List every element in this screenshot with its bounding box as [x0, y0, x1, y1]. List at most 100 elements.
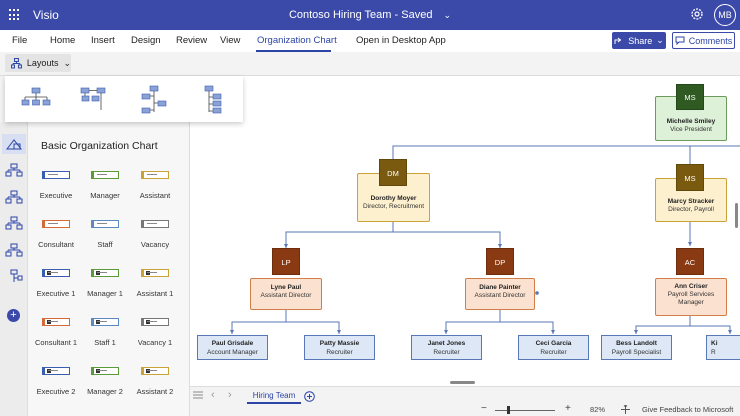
app-name[interactable]: Visio [33, 8, 59, 22]
stencil-shape-executive-1[interactable]: Executive 1 [31, 269, 81, 315]
layout-right-icon[interactable] [199, 84, 229, 114]
shape-photo-placeholder [146, 320, 150, 324]
zoom-level[interactable]: 82% [590, 405, 606, 414]
open-desktop-app-link[interactable]: Open in Desktop App [356, 35, 446, 46]
org-node-paul-grisdale[interactable]: Paul Grisdale Account Manager [197, 335, 268, 360]
layouts-flyout [5, 76, 243, 122]
zoom-slider-thumb[interactable] [507, 406, 510, 414]
app-launcher-icon[interactable] [9, 9, 21, 21]
sheet-list-icon[interactable] [193, 391, 203, 399]
node-name: Diane Painter [479, 284, 521, 291]
gear-icon[interactable] [690, 7, 704, 21]
basic-shapes-icon[interactable] [5, 137, 23, 151]
zoom-out-button[interactable]: − [481, 403, 487, 414]
shape-thumbnail [42, 367, 70, 375]
tab-insert[interactable]: Insert [91, 35, 115, 46]
org-node-lyne-paul[interactable]: Lyne Paul Assistant Director [250, 278, 322, 310]
stencil-shape-consultant[interactable]: Consultant [31, 220, 81, 266]
zoom-in-button[interactable]: + [565, 403, 571, 414]
org-node-partial[interactable]: Ki R [706, 335, 740, 360]
shape-label: Vacancy [140, 240, 170, 249]
org-node-ann-criser[interactable]: Ann Criser Payroll Services Manager [655, 278, 727, 316]
tab-design[interactable]: Design [131, 35, 161, 46]
org-node-diane-painter[interactable]: Diane Painter Assistant Director [465, 278, 535, 310]
stencil-shape-executive-2[interactable]: Executive 2 [31, 367, 81, 413]
chevron-down-icon[interactable]: ⌄ [443, 10, 452, 20]
tab-view[interactable]: View [220, 35, 241, 46]
shape-label: Executive 2 [36, 387, 76, 396]
stencil-shape-vacancy-1[interactable]: Vacancy 1 [130, 318, 180, 364]
node-name: Michelle Smiley [666, 118, 716, 125]
stencil-shape-manager-2[interactable]: Manager 2 [80, 367, 130, 413]
stencil-shape-staff-1[interactable]: Staff 1 [80, 318, 130, 364]
comments-button[interactable]: Comments [672, 32, 735, 49]
next-sheet-icon[interactable]: › [228, 389, 232, 401]
avatar[interactable]: MB [714, 4, 736, 26]
org-stencil-5-icon[interactable] [5, 269, 23, 283]
node-name: Dorothy Moyer [370, 195, 417, 202]
horizontal-scroll-thumb[interactable] [450, 381, 475, 384]
node-role: R [711, 349, 716, 356]
tab-organization-chart[interactable]: Organization Chart [257, 35, 337, 46]
tab-home[interactable]: Home [50, 35, 76, 46]
stencil-shape-staff[interactable]: Staff [80, 220, 130, 266]
node-name: Ceci Garcia [535, 340, 572, 347]
command-bar [0, 52, 740, 76]
stencil-shape-assistant-1[interactable]: Assistant 1 [130, 269, 180, 315]
org-node-patty-massie[interactable]: Patty Massie Recruiter [304, 335, 375, 360]
node-role: Assistant Director [260, 292, 312, 299]
title-bar: Visio Contoso Hiring Team - Saved ⌄ MB [0, 0, 740, 30]
org-node-janet-jones[interactable]: Janet Jones Recruiter [411, 335, 482, 360]
layout-side-by-side-icon[interactable] [139, 84, 169, 114]
org-node-ceci-garcia[interactable]: Ceci Garcia Recruiter [518, 335, 589, 360]
share-button[interactable]: Share ⌄ [612, 32, 666, 49]
sheet-tab-hiring-team[interactable]: Hiring Team [247, 390, 301, 404]
add-stencil-button[interactable]: + [7, 309, 20, 322]
org-stencil-2-icon[interactable] [5, 190, 23, 204]
node-role: Account Manager [207, 349, 258, 356]
shapes-rail [0, 122, 28, 416]
stencil-shape-assistant-2[interactable]: Assistant 2 [130, 367, 180, 413]
fit-to-window-icon[interactable] [621, 405, 630, 414]
org-stencil-4-icon[interactable] [5, 243, 23, 257]
shape-thumbnail [42, 318, 70, 326]
shape-label: Manager 1 [87, 289, 123, 298]
add-sheet-icon[interactable] [304, 391, 315, 402]
shape-photo-placeholder [47, 320, 51, 324]
tab-file[interactable]: File [12, 35, 28, 46]
feedback-link[interactable]: Give Feedback to Microsoft [642, 405, 734, 414]
stencil-title: Basic Organization Chart [41, 140, 158, 152]
shape-label: Consultant [38, 240, 74, 249]
org-node-marcy-stracker[interactable]: Marcy Stracker Director, Payroll [655, 178, 727, 222]
vertical-scroll-thumb[interactable] [735, 203, 738, 228]
stencil-shape-consultant-1[interactable]: Consultant 1 [31, 318, 81, 364]
document-title[interactable]: Contoso Hiring Team [288, 9, 392, 21]
shape-label: Manager 2 [87, 387, 123, 396]
document-title-area[interactable]: Contoso Hiring Team - Saved ⌄ [288, 9, 452, 21]
shape-label: Vacancy 1 [137, 338, 173, 347]
stencil-shape-manager[interactable]: Manager [80, 171, 130, 217]
shape-thumbnail [42, 220, 70, 228]
previous-sheet-icon[interactable]: ‹ [211, 389, 215, 401]
node-name: Lyne Paul [270, 284, 302, 291]
shape-label: Staff 1 [94, 338, 116, 347]
stencil-shape-vacancy[interactable]: Vacancy [130, 220, 180, 266]
layout-horizontal-icon[interactable] [21, 84, 51, 114]
org-stencil-3-icon[interactable] [5, 216, 23, 230]
node-name: Marcy Stracker [667, 198, 715, 205]
layout-vertical-icon[interactable] [79, 84, 109, 114]
stencil-shape-assistant[interactable]: Assistant [130, 171, 180, 217]
shape-thumbnail [141, 269, 169, 277]
stencil-shape-executive[interactable]: Executive [31, 171, 81, 217]
ribbon-tab-bar: File Home Insert Design Review View Orga… [0, 30, 740, 52]
tab-review[interactable]: Review [176, 35, 208, 46]
stencil-shape-manager-1[interactable]: Manager 1 [80, 269, 130, 315]
org-node-bess-landolt[interactable]: Bess Landolt Payroll Specialist [601, 335, 672, 360]
org-stencil-1-icon[interactable] [5, 163, 23, 177]
shape-photo-placeholder [47, 369, 51, 373]
sheet-tabs-bar: ‹ › [190, 386, 740, 406]
node-name: Ann Criser [674, 283, 708, 290]
layouts-button[interactable]: Layouts ⌄ [5, 54, 71, 72]
node-role-line1: Payroll Services [667, 291, 715, 298]
zoom-slider-track[interactable] [495, 410, 555, 411]
